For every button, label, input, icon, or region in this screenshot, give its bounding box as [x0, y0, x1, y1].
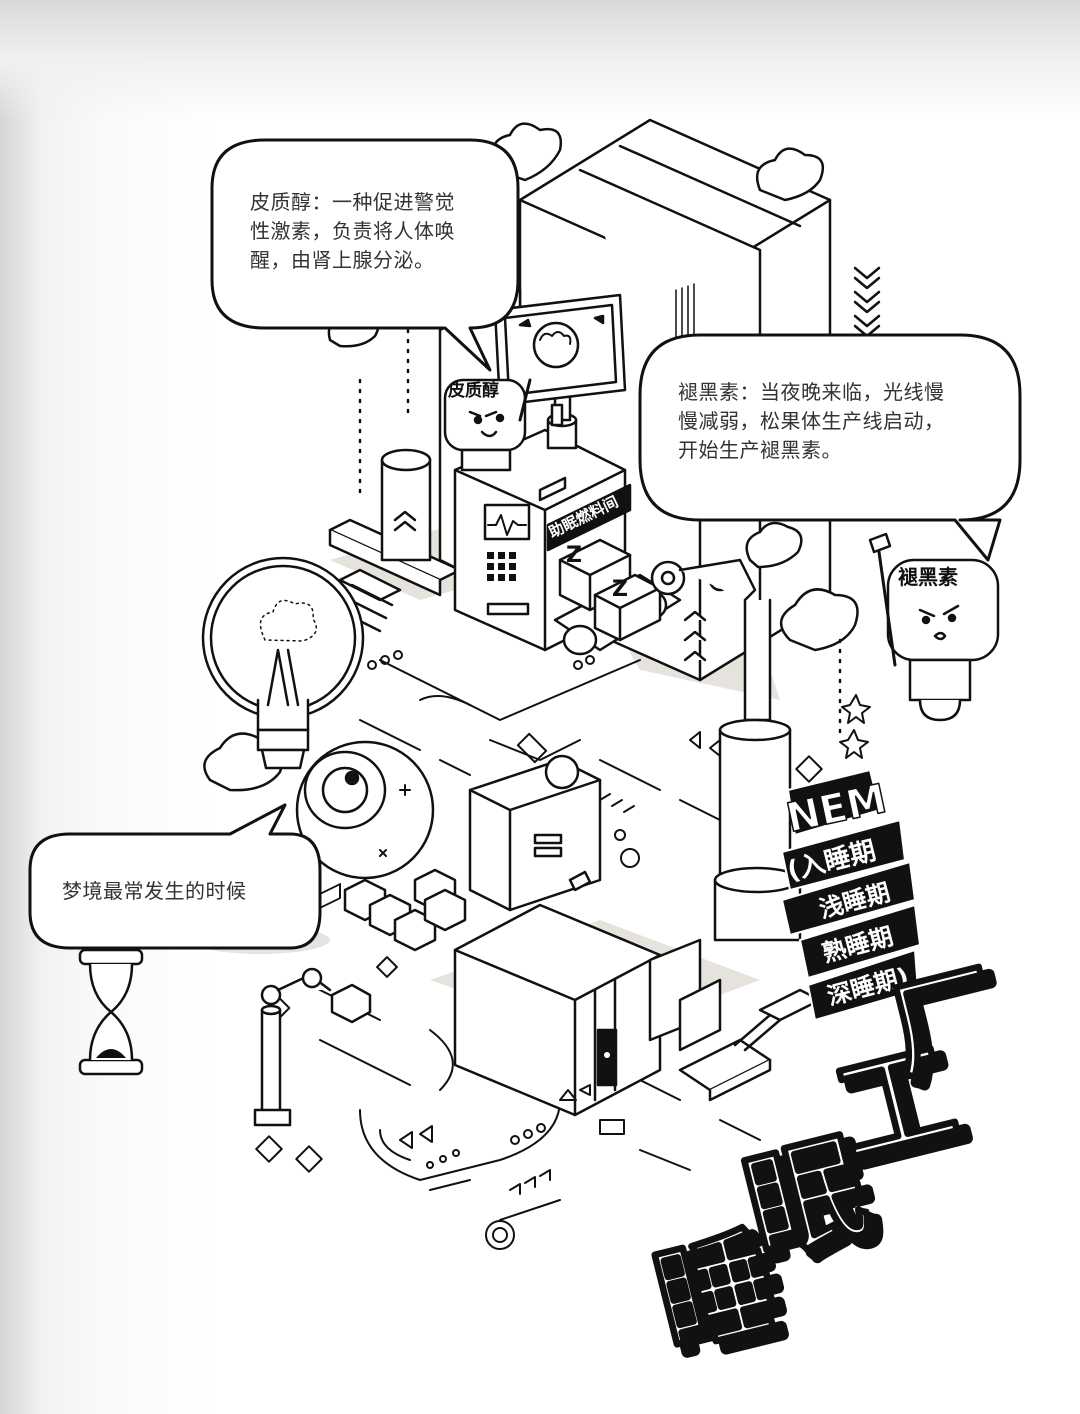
- melatonin-sign: 褪黑素: [898, 565, 958, 589]
- brain-monitor: [493, 293, 627, 427]
- melatonin-speech-bubble: [638, 333, 1022, 562]
- cortisol-sign: 皮质醇: [448, 380, 499, 401]
- cortisol-character: [443, 378, 532, 472]
- title-shadow-2: 眠: [742, 1124, 890, 1286]
- melatonin-bubble-line: 慢减弱，松果体生产线启动，: [678, 409, 945, 433]
- sparkles: [839, 694, 871, 759]
- cortisol-bubble-text: 皮质醇：一种促进警觉 性激素，负责将人体唤 醒，由肾上腺分泌。: [250, 188, 500, 275]
- dotted-lines: [358, 328, 842, 742]
- title-3d: 睡 眠 工 厂 睡 眠 工 厂: [640, 948, 1026, 1385]
- cube-cluster: [343, 868, 467, 952]
- dream-bubble-text: 梦境最常发生的时候: [62, 879, 247, 903]
- melatonin-character: [868, 532, 1000, 722]
- floor-circuit-lines: [255, 650, 823, 1250]
- tank-platform: [328, 448, 462, 633]
- small-robot-arm: [253, 967, 372, 1127]
- cortisol-bubble-line: 醒，由肾上腺分泌。: [250, 248, 435, 272]
- light-bulb-icon: [201, 556, 365, 770]
- melatonin-bubble-line: 褪黑素：当夜晚来临，光线慢: [678, 380, 945, 404]
- z-box-label-2: Z: [612, 577, 628, 602]
- melatonin-bubble-text: 褪黑素：当夜晚来临，光线慢 慢减弱，松果体生产线启动， 开始生产褪黑素。: [678, 378, 998, 465]
- cortisol-bubble-line: 皮质醇：一种促进警觉: [250, 190, 455, 214]
- bin-machine: [468, 754, 602, 912]
- robot-arm: [650, 558, 802, 942]
- eyeball-icon: [295, 740, 435, 880]
- cortisol-bubble-line: 性激素，负责将人体唤: [250, 219, 455, 243]
- melatonin-bubble-line: 开始生产褪黑素。: [678, 438, 842, 462]
- title-glyph-2: 眠: [732, 1116, 880, 1278]
- dream-speech-bubble: [28, 803, 322, 950]
- cortisol-speech-bubble: [210, 138, 520, 372]
- down-chevron-icons: [853, 266, 881, 338]
- ramp: [678, 988, 822, 1102]
- sleep-stage-panels: [781, 769, 921, 1021]
- central-cabinet: [453, 903, 722, 1117]
- z-box-label-1: Z: [566, 543, 582, 568]
- z-box-labels: Z Z: [566, 543, 628, 602]
- conveyor-belt: [553, 538, 682, 656]
- hourglass-icon: [78, 948, 144, 1076]
